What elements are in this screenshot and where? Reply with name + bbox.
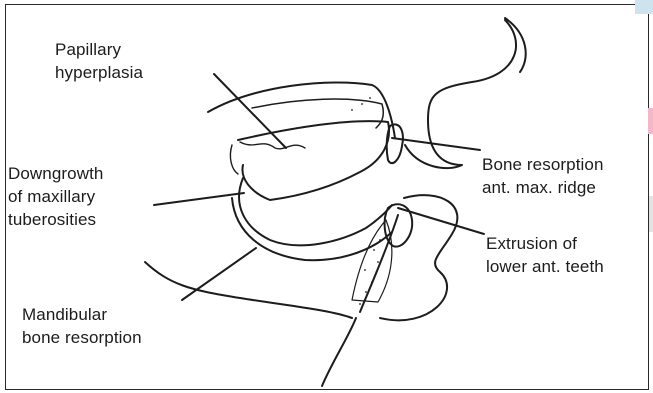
label-downgrowth-line1: Downgrowth	[8, 162, 104, 185]
label-bone-resorption-line2: ant. max. ridge	[482, 176, 604, 199]
label-mandibular-line2: bone resorption	[22, 326, 142, 349]
papillary-tissue-2	[230, 145, 238, 174]
label-mandibular-resorption: Mandibular bone resorption	[22, 303, 142, 349]
label-mandibular-line1: Mandibular	[22, 303, 142, 326]
neck-line	[322, 318, 356, 386]
label-bone-resorption-line1: Bone resorption	[482, 153, 604, 176]
mandible-body	[145, 262, 352, 318]
label-extrusion-teeth: Extrusion of lower ant. teeth	[486, 232, 604, 278]
maxillary-ridge-outline	[208, 82, 395, 138]
label-extrusion-line2: lower ant. teeth	[486, 255, 604, 278]
papillary-tissue	[240, 142, 305, 149]
label-downgrowth-line3: tuberosities	[8, 208, 104, 231]
label-papillary-hyperplasia: Papillary hyperplasia	[55, 38, 143, 84]
leader-mandibular	[182, 248, 256, 300]
label-downgrowth-tuberosities: Downgrowth of maxillary tuberosities	[8, 162, 104, 231]
label-papillary-line2: hyperplasia	[55, 61, 143, 84]
upper-denture-outline	[238, 121, 389, 200]
mandible-lower-arc	[232, 198, 392, 260]
upper-lip-outline	[405, 20, 516, 168]
label-downgrowth-line2: of maxillary	[8, 185, 104, 208]
upper-incisor	[387, 124, 403, 163]
label-extrusion-line1: Extrusion of	[486, 232, 604, 255]
label-papillary-line1: Papillary	[55, 38, 143, 61]
label-bone-resorption-ridge: Bone resorption ant. max. ridge	[482, 153, 604, 199]
lower-denture-outline	[239, 178, 392, 245]
upper-denture-inner	[252, 99, 383, 128]
leader-downgrowth	[154, 193, 244, 205]
leader-bone-resorption	[392, 138, 480, 150]
